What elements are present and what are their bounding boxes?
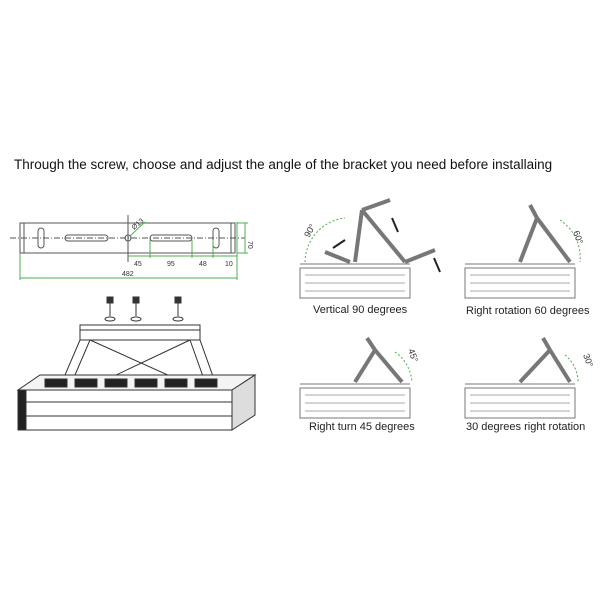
screw-icons: [104, 296, 184, 322]
dim-height: 70: [246, 241, 253, 249]
angle-label-90: 90°: [302, 222, 318, 239]
position-90-drawing: [299, 198, 441, 299]
dim-seg3: 48: [199, 261, 207, 268]
dim-seg2: 95: [167, 261, 175, 268]
dim-seg4: 10: [225, 261, 233, 268]
dim-total: 482: [122, 271, 134, 278]
caption-right-30: 30 degrees right rotation: [466, 421, 586, 433]
angle-label-30: 30°: [581, 352, 595, 369]
position-45-drawing: [299, 336, 413, 419]
instruction-title: Through the screw, choose and adjust the…: [14, 157, 553, 172]
caption-right-45: Right turn 45 degrees: [309, 421, 415, 433]
bracket-technical-drawing: [10, 215, 248, 280]
position-30-drawing: [464, 336, 579, 419]
position-60-drawing: [464, 204, 581, 299]
dim-seg1: 45: [134, 261, 142, 268]
angle-label-60: 60°: [571, 229, 585, 246]
fixture-isometric: [16, 296, 257, 431]
angle-label-45: 45°: [406, 347, 420, 364]
dim-diameter: Ø13: [131, 218, 146, 232]
position-drawings: [299, 198, 581, 419]
caption-vertical-90: Vertical 90 degrees: [313, 304, 408, 316]
caption-right-60: Right rotation 60 degrees: [466, 305, 590, 317]
